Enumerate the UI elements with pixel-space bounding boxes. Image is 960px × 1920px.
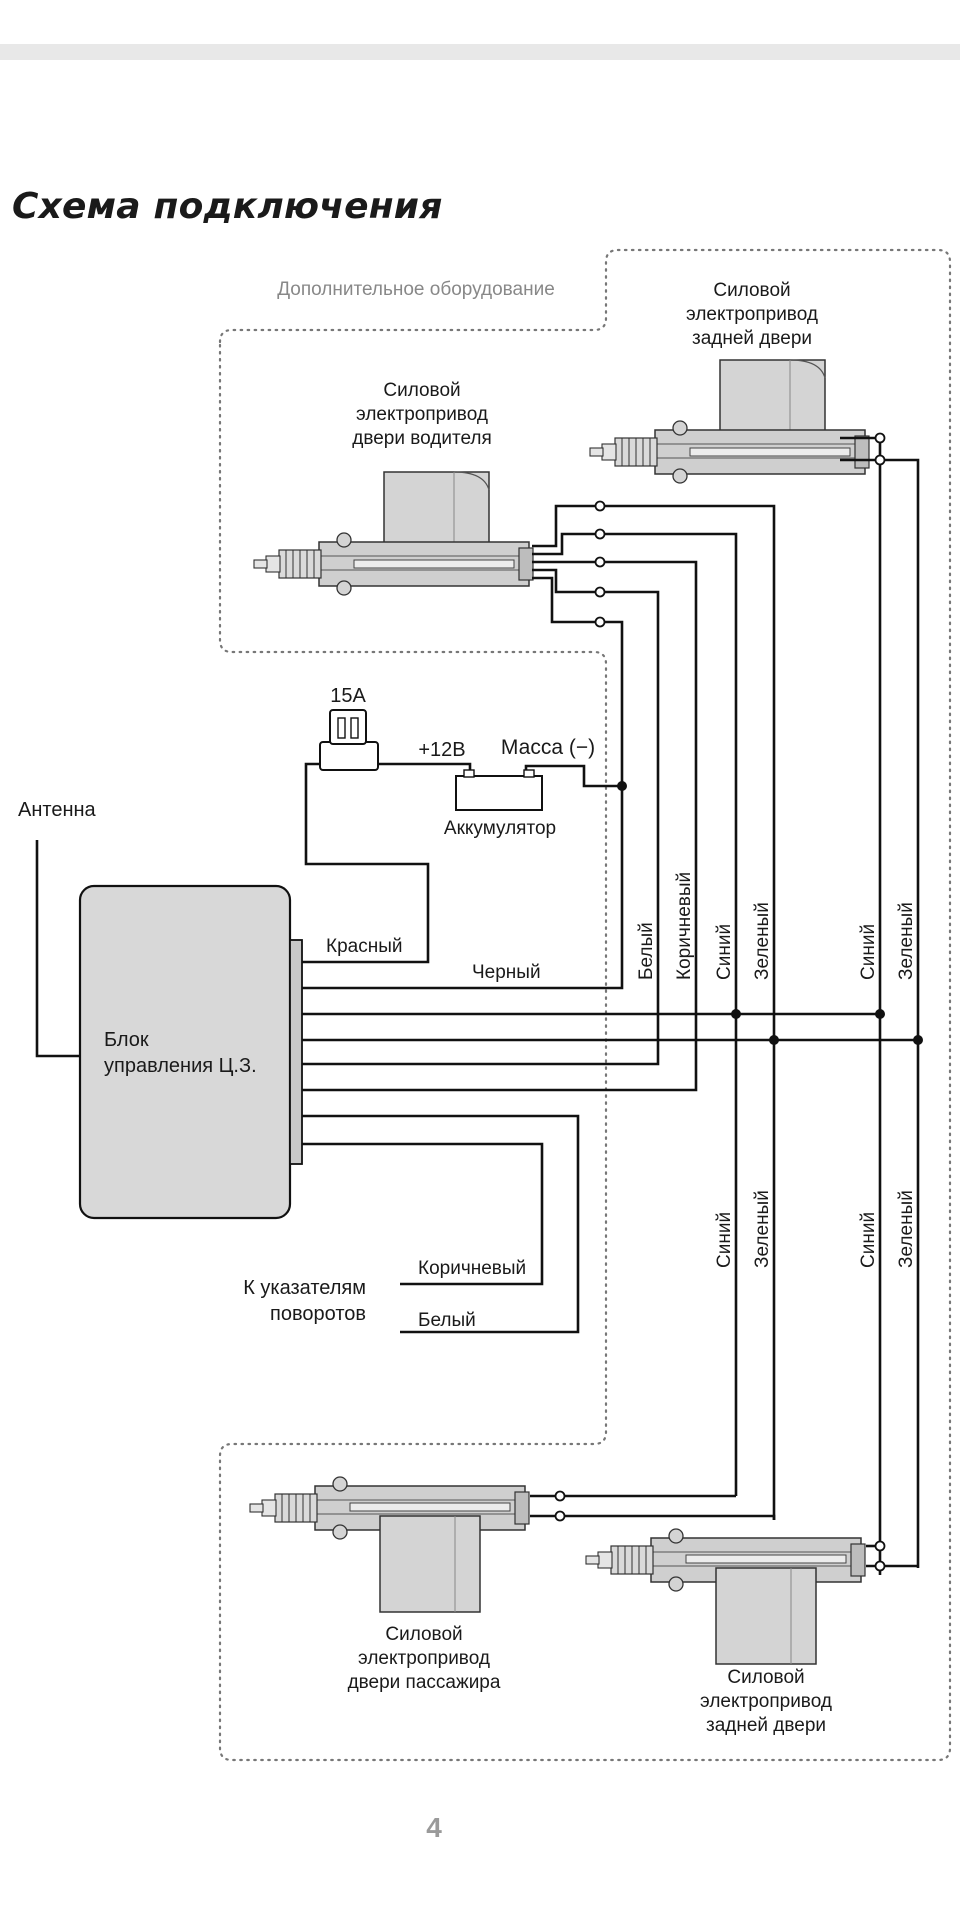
wire-driver-blue <box>532 532 738 1496</box>
wire-label-green-2: Зеленый <box>896 902 917 980</box>
battery <box>455 769 543 811</box>
page-title: Схема подключения <box>12 186 443 227</box>
wire-driver-brown <box>302 560 698 1092</box>
terminal <box>594 616 606 628</box>
wire-label-red: Красный <box>326 936 402 957</box>
optional-equipment-top-border <box>218 248 952 1762</box>
junction-dot <box>913 1035 923 1045</box>
terminal <box>874 1540 886 1552</box>
terminal <box>874 454 886 466</box>
top-bar <box>0 44 960 60</box>
terminal <box>874 432 886 444</box>
svg-text:двери водителя: двери водителя <box>352 428 492 449</box>
svg-text:Силовой: Силовой <box>713 280 790 301</box>
wire-turn-white <box>302 1114 580 1334</box>
terminal <box>594 500 606 512</box>
wire-rear-top-1 <box>868 436 882 1575</box>
fuse <box>319 709 379 771</box>
turn-signals-label: К указателям поворотов <box>243 1277 366 1325</box>
battery-label: Аккумулятор <box>444 818 556 839</box>
control-unit <box>78 884 292 1220</box>
wire-label-black: Черный <box>472 962 541 983</box>
svg-text:электропривод: электропривод <box>700 1691 832 1712</box>
wire-turn-brown <box>302 1142 544 1286</box>
control-unit-connector <box>289 939 303 1165</box>
terminal <box>594 556 606 568</box>
svg-text:Силовой: Силовой <box>385 1624 462 1645</box>
wire-label-green-1: Зеленый <box>752 902 773 980</box>
terminal <box>554 1490 566 1502</box>
control-unit-label-line2: управления Ц.З. <box>104 1055 257 1077</box>
wire-label-green-3: Зеленый <box>752 1190 773 1268</box>
svg-text:Силовой: Силовой <box>727 1667 804 1688</box>
wire-label-blue-1: Синий <box>714 924 735 980</box>
rear-door-actuator-bottom <box>585 1528 866 1665</box>
plus-12v-label: +12В <box>418 739 465 761</box>
terminal <box>594 586 606 598</box>
wire-driver-white <box>302 568 660 1066</box>
wire-passenger-green <box>530 1514 776 1520</box>
wire-label-blue-4: Синий <box>858 1212 879 1268</box>
svg-text:задней двери: задней двери <box>692 328 812 349</box>
svg-text:двери пассажира: двери пассажира <box>348 1672 501 1693</box>
passenger-door-actuator-label: Силовой электропривод двери пассажира <box>348 1624 501 1693</box>
antenna-label: Антенна <box>18 799 97 821</box>
svg-text:Силовой: Силовой <box>383 380 460 401</box>
junction-dot <box>731 1009 741 1019</box>
wire-driver-green <box>532 504 776 1520</box>
wire-label-white-turn: Белый <box>418 1310 476 1331</box>
wire-label-brown-turn: Коричневый <box>418 1258 526 1279</box>
control-unit-label-line1: Блок <box>104 1029 149 1051</box>
wire-label-green-4: Зеленый <box>896 1190 917 1268</box>
junction-dot <box>875 1009 885 1019</box>
svg-text:задней двери: задней двери <box>706 1715 826 1736</box>
terminal <box>594 528 606 540</box>
terminal <box>554 1510 566 1522</box>
driver-door-actuator <box>253 471 534 596</box>
wire-label-blue-3: Синий <box>714 1212 735 1268</box>
optional-equipment-label: Дополнительное оборудование <box>277 279 555 300</box>
wire-label-blue-2: Синий <box>858 924 879 980</box>
rear-door-actuator-top <box>589 359 870 484</box>
rear-door-actuator-bottom-label: Силовой электропривод задней двери <box>700 1667 832 1736</box>
wire-driver-black <box>302 576 624 990</box>
rear-door-actuator-top-label: Силовой электропривод задней двери <box>686 280 818 349</box>
svg-text:электропривод: электропривод <box>358 1648 490 1669</box>
svg-text:электропривод: электропривод <box>356 404 488 425</box>
wire-label-brown-vertical: Коричневый <box>674 872 695 980</box>
fuse-label: 15А <box>330 685 366 707</box>
passenger-door-actuator <box>249 1476 530 1613</box>
junction-dot <box>617 781 627 791</box>
ground-label: Масса (−) <box>501 736 595 759</box>
page-number: 4 <box>426 1812 442 1843</box>
driver-door-actuator-label: Силовой электропривод двери водителя <box>352 380 492 449</box>
svg-text:К указателям: К указателям <box>243 1277 366 1299</box>
svg-text:поворотов: поворотов <box>270 1303 366 1325</box>
svg-text:электропривод: электропривод <box>686 304 818 325</box>
terminal <box>874 1560 886 1572</box>
antenna-wire <box>35 840 80 1058</box>
junction-dot <box>769 1035 779 1045</box>
wire-red <box>302 762 430 964</box>
wire-label-white-vertical: Белый <box>636 922 657 980</box>
